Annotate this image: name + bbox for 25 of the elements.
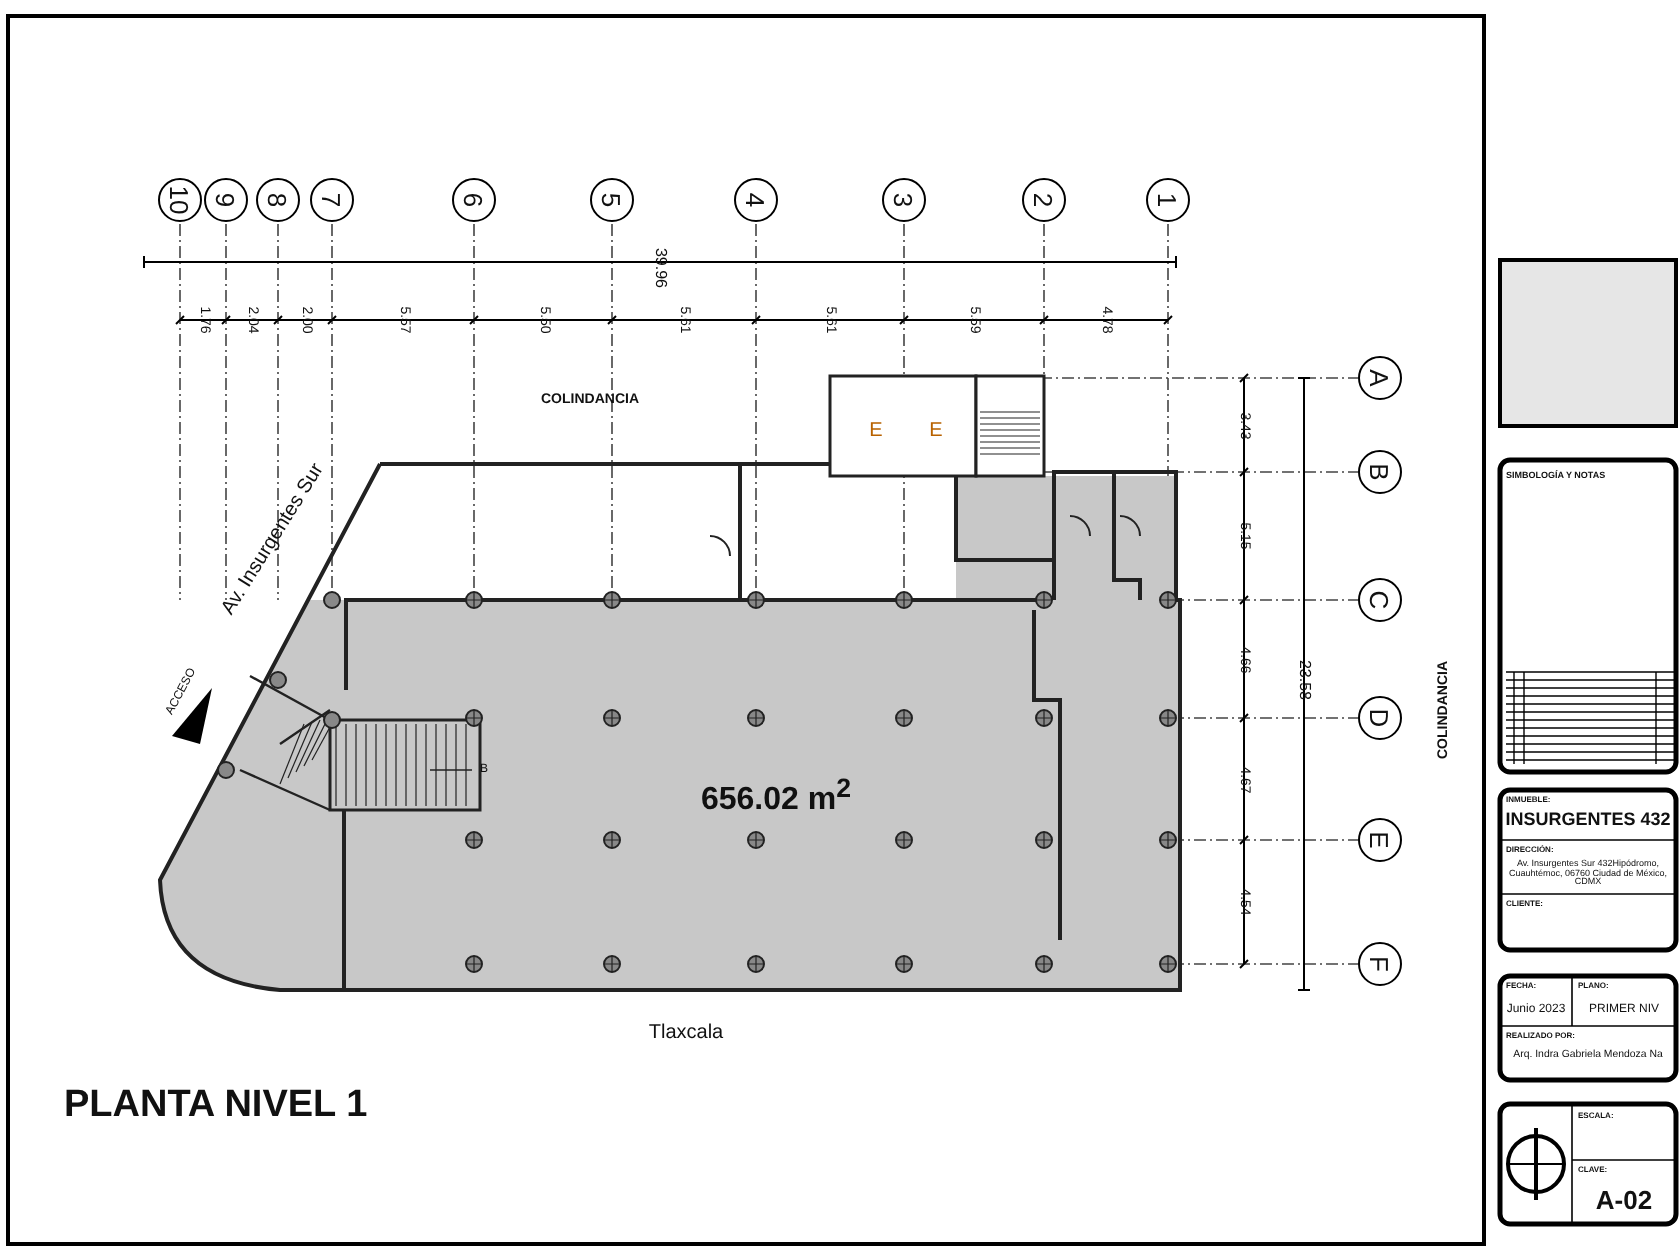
- street-name: Tlaxcala: [648, 1024, 724, 1044]
- field-value: INSURGENTES 432: [1505, 811, 1671, 829]
- room-mark: E: [869, 422, 883, 442]
- grid-bubble: 2: [1022, 178, 1066, 222]
- room-mark: E: [929, 422, 943, 442]
- grid-bubble: C: [1358, 578, 1402, 622]
- grid-bubble: 10: [158, 178, 202, 222]
- grid-bubble: B: [1358, 450, 1402, 494]
- grid-bubble: 5: [590, 178, 634, 222]
- area-label: 656.02 m$^{2}$: [700, 774, 852, 818]
- grid-bubble: 8: [256, 178, 300, 222]
- grid-bubble: A: [1358, 356, 1402, 400]
- grid-bubble: F: [1358, 942, 1402, 986]
- grid-bubble: 7: [310, 178, 354, 222]
- grid-bubble: D: [1358, 696, 1402, 740]
- drawing-code: A-02: [1595, 1187, 1653, 1213]
- grid-bubble: 3: [882, 178, 926, 222]
- grid-bubble: 1: [1146, 178, 1190, 222]
- grid-bubble: 4: [734, 178, 778, 222]
- dimension-text: 23.58: [1296, 659, 1312, 701]
- grid-bubble: 9: [204, 178, 248, 222]
- grid-bubble: 6: [452, 178, 496, 222]
- drawing-title: PLANTA NIVEL 1: [64, 1086, 368, 1124]
- grid-bubble: E: [1358, 818, 1402, 862]
- dimension-text: 39.96: [652, 247, 668, 289]
